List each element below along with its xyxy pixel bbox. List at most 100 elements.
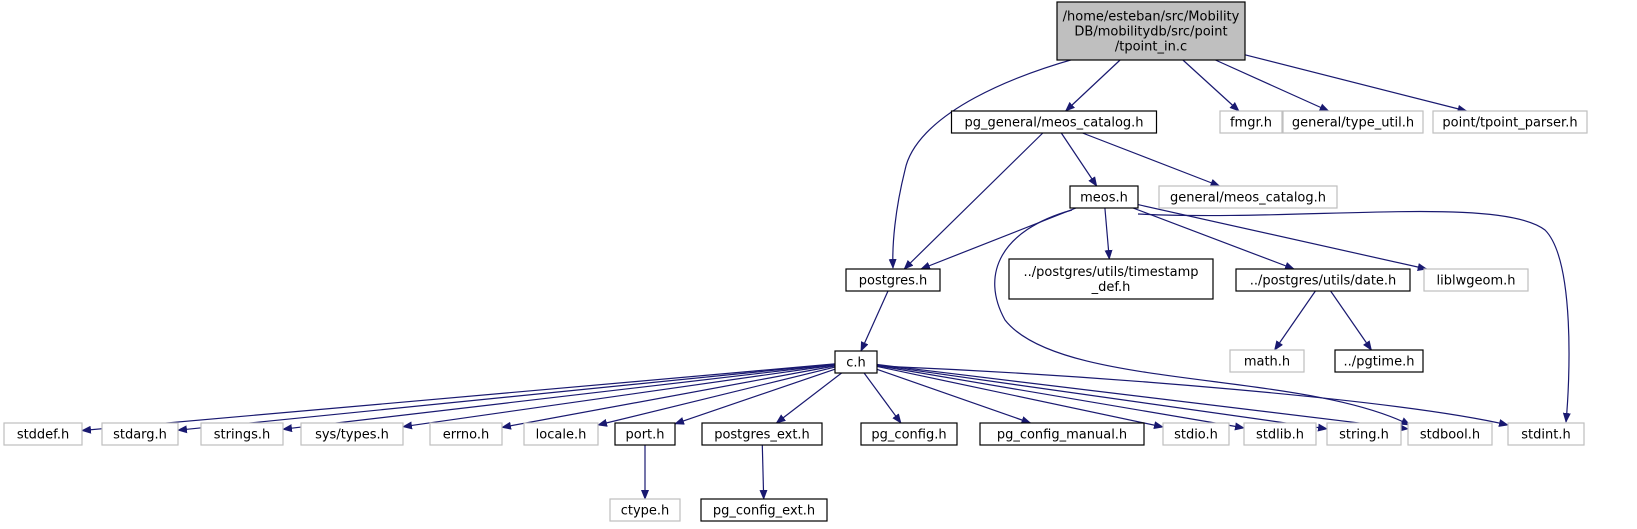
node-label-stdarg: stdarg.h xyxy=(113,428,167,443)
edge-c-to-stddef xyxy=(81,363,836,434)
node-label-type_util: general/type_util.h xyxy=(1292,116,1414,131)
edge-meos-to-stdbool xyxy=(994,209,1411,426)
edge-postgres-to-c xyxy=(860,290,889,352)
edge-date-to-pgtime xyxy=(1330,290,1372,351)
node-label-postgres_ext: postgres_ext.h xyxy=(714,428,810,443)
edge-c-to-port xyxy=(674,368,836,425)
edge-meos_catalog_pg-to-meos_catalog_gen xyxy=(1082,132,1221,187)
node-box-postgres xyxy=(845,268,941,292)
node-box-meos xyxy=(1069,185,1139,209)
node-math: math.h xyxy=(1229,349,1305,373)
node-root: /home/esteban/src/MobilityDB/mobilitydb/… xyxy=(1056,1,1246,61)
node-label-c: c.h xyxy=(846,356,866,371)
edge-c-to-stdbool xyxy=(876,363,1409,432)
node-label-root-line-1: /home/esteban/src/Mobility xyxy=(1063,10,1240,25)
node-box-stdarg xyxy=(101,422,179,446)
node-label-math: math.h xyxy=(1244,355,1290,370)
node-box-stdio xyxy=(1162,422,1230,446)
edge-c-to-pg_config xyxy=(863,372,902,424)
node-box-locale xyxy=(523,422,599,446)
edge-c-to-stdint xyxy=(876,365,1509,427)
node-pg_config_ext[interactable]: pg_config_ext.h xyxy=(700,498,828,522)
node-box-pgtime xyxy=(1334,349,1424,373)
node-box-meos_catalog_pg xyxy=(950,110,1158,134)
edge-meos-to-stdint xyxy=(1137,210,1571,423)
node-strings: strings.h xyxy=(200,422,284,446)
edge-root-to-tpoint_parser xyxy=(1244,54,1468,113)
node-postgres_ext[interactable]: postgres_ext.h xyxy=(701,422,823,446)
node-box-systypes xyxy=(300,422,404,446)
node-meos_catalog_pg[interactable]: pg_general/meos_catalog.h xyxy=(950,110,1158,134)
node-stdio: stdio.h xyxy=(1162,422,1230,446)
edge-c-to-pg_config_manual xyxy=(876,368,1032,424)
edge-meos-to-date xyxy=(1132,207,1295,270)
node-liblwgeom: liblwgeom.h xyxy=(1423,268,1529,292)
node-box-pg_config_manual xyxy=(979,422,1145,446)
node-label-stddef: stddef.h xyxy=(17,428,69,443)
node-systypes: sys/types.h xyxy=(300,422,404,446)
node-label-port: port.h xyxy=(625,428,664,443)
node-label-date: ../postgres/utils/date.h xyxy=(1250,274,1397,289)
node-box-postgres_ext xyxy=(701,422,823,446)
node-pgtime[interactable]: ../pgtime.h xyxy=(1334,349,1424,373)
node-box-stddef xyxy=(3,422,83,446)
node-label-stdint: stdint.h xyxy=(1521,428,1570,443)
node-port[interactable]: port.h xyxy=(614,422,676,446)
edge-c-to-errno xyxy=(501,365,836,430)
node-box-fmgr xyxy=(1219,110,1283,134)
node-tpoint_parser: point/tpoint_parser.h xyxy=(1432,110,1588,134)
edge-date-to-math xyxy=(1274,290,1316,351)
edge-c-to-string xyxy=(876,364,1328,432)
node-postgres[interactable]: postgres.h xyxy=(845,268,941,292)
node-label-locale: locale.h xyxy=(536,428,587,443)
edge-c-to-stdio xyxy=(876,365,1164,430)
node-label-pgtime: ../pgtime.h xyxy=(1344,355,1415,370)
nodes: /home/esteban/src/MobilityDB/mobilitydb/… xyxy=(3,1,1588,522)
edge-root-to-fmgr xyxy=(1182,59,1240,112)
node-label-meos_catalog_gen: general/meos_catalog.h xyxy=(1170,191,1326,206)
node-label-ctype: ctype.h xyxy=(621,504,670,519)
edge-c-to-stdlib xyxy=(876,365,1245,431)
node-label-timestamp_def-line-1: ../postgres/utils/timestamp xyxy=(1023,265,1198,280)
node-meos_catalog_gen: general/meos_catalog.h xyxy=(1158,185,1338,209)
node-stdbool: stdbool.h xyxy=(1407,422,1493,446)
node-box-port xyxy=(614,422,676,446)
node-label-root-line-2: DB/mobilitydb/src/point xyxy=(1074,25,1227,40)
node-timestamp_def[interactable]: ../postgres/utils/timestamp_def.h xyxy=(1008,258,1214,300)
edge-c-to-stdarg xyxy=(177,363,836,434)
edge-c-to-strings xyxy=(282,363,836,433)
node-label-postgres: postgres.h xyxy=(859,274,928,289)
node-label-meos: meos.h xyxy=(1080,191,1128,206)
edge-root-to-meos_catalog_pg xyxy=(1064,59,1121,112)
node-label-root-line-3: /tpoint_in.c xyxy=(1115,40,1187,55)
node-pg_config_manual[interactable]: pg_config_manual.h xyxy=(979,422,1145,446)
node-box-stdbool xyxy=(1407,422,1493,446)
node-box-liblwgeom xyxy=(1423,268,1529,292)
node-box-tpoint_parser xyxy=(1432,110,1588,134)
node-box-strings xyxy=(200,422,284,446)
node-label-timestamp_def-line-2: _def.h xyxy=(1091,280,1131,295)
node-box-type_util xyxy=(1282,110,1424,134)
edge-c-to-locale xyxy=(597,366,836,427)
node-box-pg_config_ext xyxy=(700,498,828,522)
node-stddef: stddef.h xyxy=(3,422,83,446)
edge-c-to-systypes xyxy=(402,364,836,430)
node-box-c xyxy=(834,350,878,374)
node-label-meos_catalog_pg: pg_general/meos_catalog.h xyxy=(964,116,1143,131)
edge-root-to-postgres xyxy=(888,40,1152,269)
node-stdint: stdint.h xyxy=(1507,422,1585,446)
node-meos[interactable]: meos.h xyxy=(1069,185,1139,209)
node-box-meos_catalog_gen xyxy=(1158,185,1338,209)
edge-c-to-postgres_ext xyxy=(775,372,842,424)
edge-meos_catalog_pg-to-meos xyxy=(1060,132,1098,187)
node-label-pg_config_manual: pg_config_manual.h xyxy=(997,428,1127,443)
edges xyxy=(81,40,1571,500)
node-label-systypes: sys/types.h xyxy=(315,428,389,443)
node-box-errno xyxy=(429,422,503,446)
node-fmgr: fmgr.h xyxy=(1219,110,1283,134)
node-date[interactable]: ../postgres/utils/date.h xyxy=(1235,268,1411,292)
node-c[interactable]: c.h xyxy=(834,350,878,374)
node-pg_config[interactable]: pg_config.h xyxy=(860,422,958,446)
edge-root-to-type_util xyxy=(1215,59,1330,112)
